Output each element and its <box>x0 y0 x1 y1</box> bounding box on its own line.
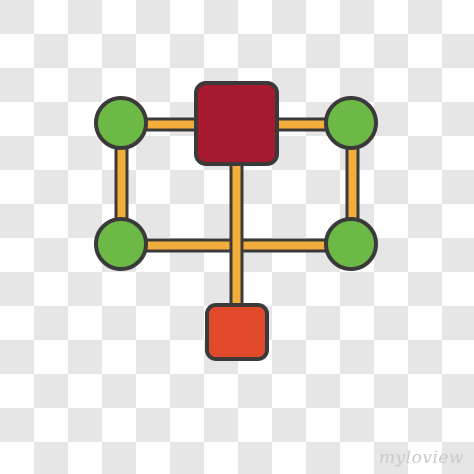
connector-right <box>345 138 360 232</box>
watermark-text: myloview <box>378 448 464 468</box>
connector-left <box>114 138 129 232</box>
node-circle-top-right <box>324 96 378 150</box>
connector-center <box>229 158 244 312</box>
leaf-node-square <box>205 303 269 361</box>
node-circle-top-left <box>94 96 148 150</box>
root-node-square <box>194 81 279 166</box>
node-circle-bottom-right <box>324 217 378 271</box>
node-circle-bottom-left <box>94 217 148 271</box>
